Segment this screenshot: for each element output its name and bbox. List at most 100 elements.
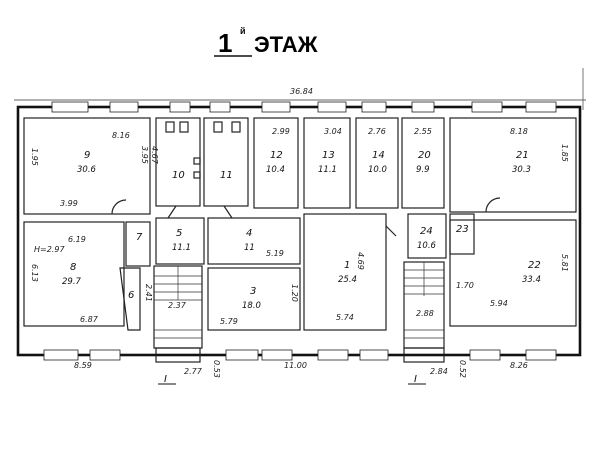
dimension: 5.94 [490, 299, 508, 308]
room-number: 4 [246, 228, 252, 239]
room-number: 13 [322, 150, 335, 161]
room-number: 14 [372, 150, 385, 161]
dimension: 5.81 [560, 254, 569, 272]
window [43, 349, 79, 361]
title-superscript: й [240, 26, 246, 36]
window [169, 101, 191, 113]
room-area: 29.7 [62, 277, 82, 287]
room-area: 11.1 [318, 165, 337, 175]
dimension: 5.19 [266, 249, 284, 258]
window [261, 349, 293, 361]
plan-title: 1 й ЭТАЖ [214, 26, 318, 58]
door-leaf [223, 205, 233, 219]
room-number: 11 [220, 170, 233, 181]
dimension: 8.16 [112, 131, 130, 140]
room-14-outline [355, 117, 399, 209]
window [361, 101, 387, 113]
room-number: 6 [128, 290, 134, 301]
window [261, 101, 291, 113]
room-4-outline [207, 217, 301, 265]
overall-length-label: 36.84 [290, 87, 313, 96]
stairs-left [153, 265, 203, 349]
dimension-labels: 8.16 2.99 3.04 2.76 2.55 8.18 3.99 1.95 … [30, 127, 569, 378]
window [411, 101, 435, 113]
room-number: 10 [172, 170, 185, 181]
dimension: 1.20 [290, 284, 299, 302]
room-number: 9 [84, 150, 90, 161]
bottom-windows [43, 349, 557, 361]
dimension: 3.99 [60, 199, 78, 208]
room-10-outline [155, 117, 201, 207]
entrance-step [403, 347, 445, 363]
dimension: 4.69 [356, 252, 365, 270]
room-number: 12 [270, 150, 283, 161]
dimension: 2.37 [168, 301, 187, 310]
window [359, 349, 389, 361]
dimension: 1.85 [560, 144, 569, 162]
room-9-outline [23, 117, 151, 215]
dimension: 2.88 [416, 309, 434, 318]
door-arc [111, 199, 127, 215]
room-24-outline [407, 213, 447, 259]
window [209, 101, 231, 113]
room-number: 24 [420, 226, 433, 237]
door-leaf [167, 205, 177, 219]
room-area: 18.0 [242, 301, 261, 311]
room-21-outline [449, 117, 577, 213]
dimension: 4.67 [150, 146, 159, 165]
dimension: 2.41 [144, 284, 153, 302]
overall-dimension: 36.84 [14, 87, 586, 101]
room-number: 1 [344, 260, 350, 271]
room-number: 3 [250, 286, 256, 297]
room-8-outline [23, 221, 125, 327]
interior-walls [23, 117, 577, 331]
room-number: 7 [136, 232, 143, 243]
room-area: 33.4 [522, 275, 541, 285]
room-area: 11.1 [172, 243, 191, 253]
room-1-outline [303, 213, 387, 331]
top-windows [51, 101, 557, 113]
window [51, 101, 89, 113]
window [525, 349, 557, 361]
room-number: 8 [70, 262, 76, 273]
door-leaf [385, 225, 397, 237]
room-area: 10.4 [266, 165, 285, 175]
toilet-icon [213, 121, 223, 133]
dimension: 8.59 [74, 361, 92, 370]
room-13-outline [303, 117, 351, 209]
room-3-outline [207, 267, 301, 331]
dimension: 2.84 [430, 367, 448, 376]
dimension: 3.04 [324, 127, 342, 136]
door-swings [111, 197, 501, 237]
room-area: 10.0 [368, 165, 387, 175]
dimension: 6.87 [80, 315, 99, 324]
room-22-outline [449, 219, 577, 327]
dimension: 0.53 [212, 360, 221, 378]
room-7-outline [125, 221, 151, 267]
dimension: 8.18 [510, 127, 528, 136]
room-area: 9.9 [416, 165, 430, 175]
section-mark: I [414, 374, 417, 385]
dimension: 5.79 [220, 317, 238, 326]
dimension: 2.77 [184, 367, 203, 376]
room-number: 23 [456, 224, 469, 235]
dimension: 8.26 [510, 361, 528, 370]
window [89, 349, 121, 361]
dimension: Н=2.97 [34, 245, 65, 254]
stairs-right [403, 261, 445, 349]
room-area: 11 [244, 243, 255, 253]
sink-icon [193, 157, 201, 165]
room-number: 21 [516, 150, 529, 161]
entrance-step [155, 347, 201, 363]
dimension: 1.95 [30, 148, 39, 166]
entrance-steps [155, 347, 445, 363]
dimension: 1.70 [456, 281, 474, 290]
dimension: 0.52 [458, 360, 467, 378]
room-area: 30.3 [512, 165, 531, 175]
toilet-icon [179, 121, 189, 133]
room-area: 25.4 [338, 275, 357, 285]
window [317, 349, 349, 361]
window [525, 101, 557, 113]
dimension: 2.55 [414, 127, 432, 136]
